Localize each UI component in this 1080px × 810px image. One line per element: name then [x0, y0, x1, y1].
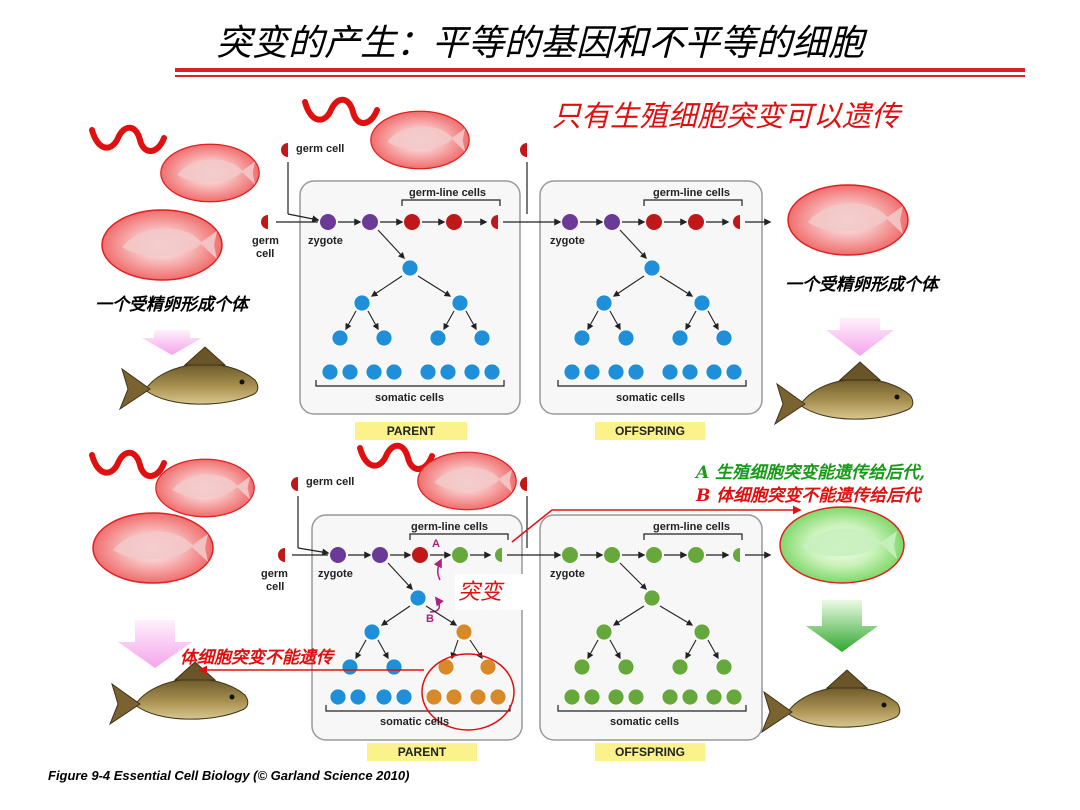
somatic-label: somatic cells [616, 392, 686, 404]
germ-label: germ [261, 568, 288, 580]
germ-cell-half [291, 477, 298, 491]
down-arrow [118, 620, 192, 668]
offspring-box [539, 514, 763, 741]
mutation-label-bg [455, 574, 537, 610]
somatic-mutation-circle [421, 653, 515, 731]
fish-bubble-right [787, 184, 909, 256]
somatic-note: 体细胞突变不能遗传 [180, 648, 333, 668]
offspring-box [539, 180, 763, 415]
germline-mutation-arrow [511, 505, 802, 543]
fish-bubble-small [370, 110, 470, 170]
carp-offspring [774, 361, 914, 425]
fish-bubble-small [160, 143, 260, 203]
marker-b: B [426, 613, 434, 625]
somatic-label: somatic cells [375, 392, 445, 404]
zygote-label: zygote [318, 568, 353, 580]
fish-bubble-small [417, 451, 517, 511]
germ-cell-half [520, 143, 527, 157]
sperm-icon [305, 100, 377, 123]
sperm-icon [360, 446, 432, 469]
title-underline-thin [175, 75, 1025, 77]
figure-caption: Figure 9-4 Essential Cell Biology (© Gar… [48, 768, 410, 783]
zygote-label: zygote [550, 235, 585, 247]
germ-line-label: germ-line cells [409, 187, 487, 199]
parent-tag: PARENT [355, 422, 467, 440]
zygote-note-left: 一个受精卵形成个体 [95, 295, 248, 315]
germ-cell-half [278, 548, 285, 562]
title-underline [175, 68, 1025, 72]
sperm-icon [92, 453, 164, 476]
cell-label: cell [266, 581, 285, 593]
germ-cell-label: germ cell [296, 143, 345, 155]
germ-line-label: germ-line cells [653, 521, 731, 533]
germline-only-note: 只有生殖细胞突变可以遗传 [552, 99, 901, 133]
fish-bubble-egg [92, 512, 214, 584]
mutation-arrow-b [429, 596, 444, 613]
top-panel [92, 100, 914, 425]
page-title: 突变的产生：平等的基因和不平等的细胞 [215, 23, 864, 64]
zygote-label: zygote [308, 235, 343, 247]
fish-bubble-small [155, 458, 255, 518]
zygote-label: zygote [550, 568, 585, 580]
marker-a: A [432, 538, 440, 550]
carp-offspring [761, 669, 901, 733]
cell-label: cell [256, 248, 275, 260]
germ-cell-label: germ cell [306, 476, 355, 488]
germ-line-label: germ-line cells [411, 521, 489, 533]
somatic-label: somatic cells [380, 716, 450, 728]
fish-bubble-egg [101, 209, 223, 281]
bottom-panel [92, 446, 905, 741]
germ-cell-half [281, 143, 288, 157]
germ-line-label: germ-line cells [653, 187, 731, 199]
fish-bubble-green [779, 506, 905, 584]
legend-a: A 生殖细胞突变能遗传给后代, [696, 463, 926, 483]
down-arrow [826, 318, 894, 356]
offspring-tag: OFFSPRING [595, 422, 705, 440]
parent-tag: PARENT [367, 743, 477, 761]
somatic-label: somatic cells [610, 716, 680, 728]
parent-box [311, 514, 523, 741]
carp-parent [109, 661, 249, 725]
germ-cell-half [261, 215, 268, 229]
zygote-note-right: 一个受精卵形成个体 [785, 275, 938, 295]
mutation-label: 突变 [458, 580, 503, 605]
carp-parent [119, 346, 259, 410]
germ-label: germ [252, 235, 279, 247]
sperm-icon [92, 128, 164, 151]
germ-cell-half [520, 477, 527, 491]
offspring-tag: OFFSPRING [595, 743, 705, 761]
down-arrow-green [806, 600, 878, 652]
down-arrow [142, 330, 202, 355]
legend-b: B 体细胞突变不能遗传给后代 [696, 486, 921, 506]
mutation-arrow-a [433, 558, 442, 581]
parent-box [299, 180, 521, 415]
